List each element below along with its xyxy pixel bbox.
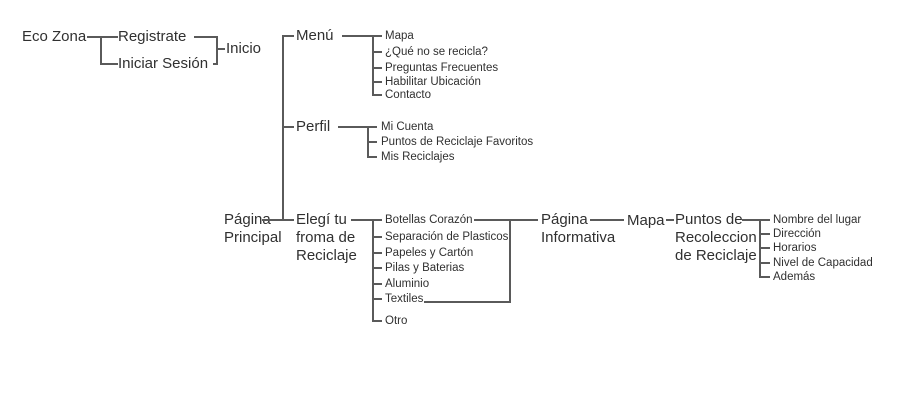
connector-line: [372, 236, 382, 238]
punto-detail-item: Dirección: [773, 228, 821, 240]
reciclaje-item: Pilas y Baterias: [385, 262, 465, 274]
connector-line: [262, 219, 294, 221]
connector-line: [372, 219, 374, 322]
menu-item: Habilitar Ubicación: [385, 76, 481, 88]
connector-line: [372, 219, 382, 221]
connector-line: [216, 48, 225, 50]
node-elegi-forma-reciclaje: Elegí tu froma de Reciclaje: [296, 211, 357, 264]
connector-line: [372, 67, 382, 69]
connector-line: [372, 35, 374, 96]
connector-line: [282, 35, 294, 37]
connector-line: [666, 219, 674, 221]
connector-line: [282, 35, 284, 221]
connector-line: [372, 267, 382, 269]
connector-line: [338, 126, 369, 128]
node-eco-zona: Eco Zona: [22, 28, 87, 45]
node-perfil: Perfil: [296, 118, 331, 135]
node-mapa: Mapa: [627, 212, 665, 229]
connector-line: [100, 36, 102, 65]
connector-line: [742, 219, 761, 221]
connector-line: [213, 63, 218, 65]
connector-line: [372, 298, 382, 300]
reciclaje-item: Textiles: [385, 293, 424, 305]
node-inicio: Inicio: [226, 40, 262, 57]
node-iniciar-sesion: Iniciar Sesión: [118, 55, 209, 72]
perfil-item: Puntos de Reciclaje Favoritos: [381, 136, 534, 148]
node-pagina-informativa: Página Informativa: [541, 211, 616, 246]
punto-detail-item: Horarios: [773, 242, 817, 254]
connector-line: [367, 141, 377, 143]
connector-line: [372, 81, 382, 83]
connector-line: [367, 156, 377, 158]
connector-line: [372, 51, 382, 53]
connector-line: [509, 219, 511, 303]
node-pagina-principal: Página Principal: [224, 211, 282, 246]
connector-line: [372, 35, 382, 37]
reciclaje-item: Botellas Corazón: [385, 214, 473, 226]
perfil-item: Mis Reciclajes: [381, 151, 455, 163]
perfil-item: Mi Cuenta: [381, 121, 434, 133]
punto-detail-item: Además: [773, 271, 816, 283]
punto-detail-item: Nombre del lugar: [773, 214, 862, 226]
connector-line: [474, 219, 538, 221]
connector-line: [372, 283, 382, 285]
node-registrate: Registrate: [118, 28, 187, 45]
connector-line: [372, 320, 382, 322]
connector-line: [759, 247, 770, 249]
connector-line: [100, 63, 118, 65]
connector-line: [367, 126, 377, 128]
connector-line: [194, 36, 218, 38]
connector-line: [282, 126, 294, 128]
connector-line: [372, 252, 382, 254]
connector-line: [759, 262, 770, 264]
reciclaje-item: Papeles y Cartón: [385, 247, 474, 259]
menu-item: ¿Qué no se recicla?: [385, 46, 488, 58]
connector-line: [759, 276, 770, 278]
node-puntos-recoleccion: Puntos de Recoleccion de Reciclaje: [675, 211, 757, 264]
connector-line: [351, 219, 374, 221]
connector-line: [87, 36, 118, 38]
connector-line: [590, 219, 624, 221]
connector-line: [372, 94, 382, 96]
reciclaje-item-otro: Otro: [385, 315, 408, 327]
connector-line: [424, 301, 511, 303]
connector-line: [216, 36, 218, 65]
reciclaje-item: Separación de Plasticos: [385, 231, 509, 243]
menu-item: Mapa: [385, 30, 414, 42]
connector-line: [759, 219, 770, 221]
menu-item: Contacto: [385, 89, 432, 101]
menu-item: Preguntas Frecuentes: [385, 62, 499, 74]
connector-line: [759, 233, 770, 235]
node-menu: Menú: [296, 27, 334, 44]
connector-line: [342, 35, 374, 37]
punto-detail-item: Nivel de Capacidad: [773, 257, 873, 269]
reciclaje-item: Aluminio: [385, 278, 430, 290]
